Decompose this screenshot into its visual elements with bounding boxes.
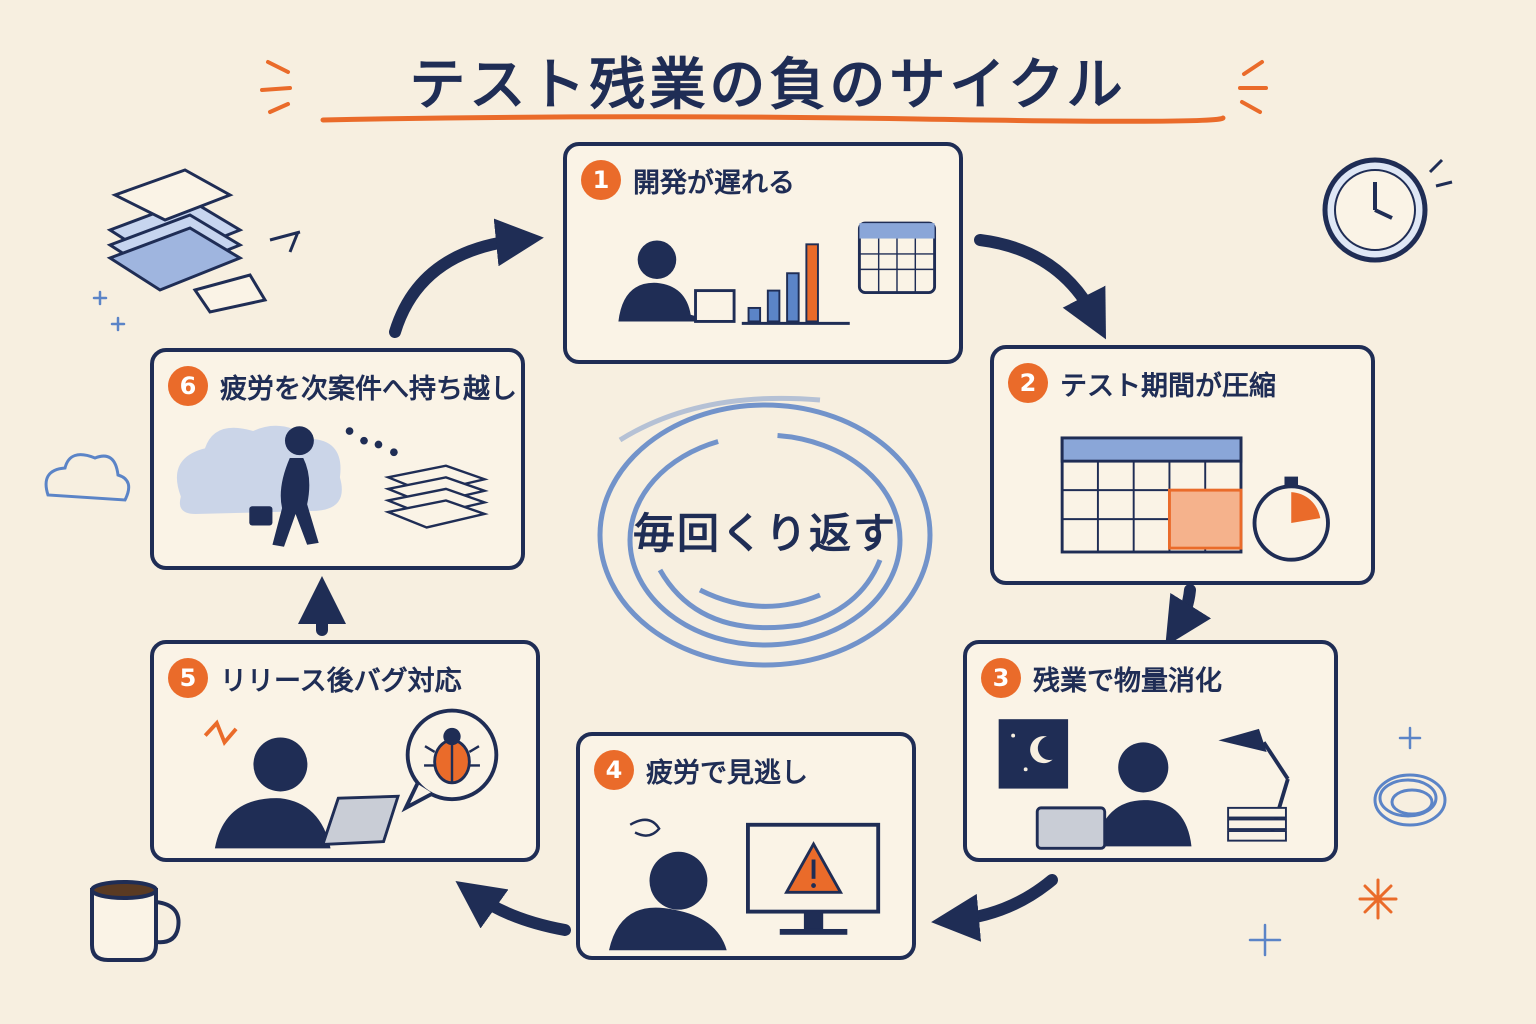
spiral-rings <box>597 395 933 668</box>
clock-icon <box>1322 157 1453 263</box>
calendar-stopwatch-icon <box>1060 436 1330 562</box>
arrow-4-to-5 <box>455 881 571 936</box>
step-2-card: 2 テスト期間が圧縮 <box>990 345 1375 585</box>
spark-icon <box>260 60 1268 114</box>
center-repeat-label: 毎回くり返す <box>632 509 897 558</box>
step-badge: 4 <box>594 750 634 790</box>
step-title: リリース後バグ対応 <box>220 665 462 697</box>
step-badge: 3 <box>981 658 1021 698</box>
bug-fix-icon <box>203 708 499 849</box>
step-title: 開発が遅れる <box>633 167 795 199</box>
step-6-card: 6 疲労を次案件へ持ち越し <box>150 348 525 570</box>
star-sparkle-icon <box>1358 878 1398 920</box>
developer-chart-icon <box>618 221 937 325</box>
step-badge: 6 <box>168 366 208 406</box>
step-title: 疲労を次案件へ持ち越し <box>220 373 517 405</box>
arrow-6-to-1 <box>389 218 544 338</box>
scribble-icon <box>1373 773 1447 827</box>
page-title: テスト残業の負のサイクル <box>409 53 1127 118</box>
coffee-mug-icon <box>90 880 181 962</box>
arrow-1-to-2 <box>974 234 1106 340</box>
arrow-3-to-4 <box>931 874 1058 942</box>
fatigue-carryover-icon <box>176 425 489 547</box>
step-badge: 5 <box>168 658 208 698</box>
step-title: 残業で物量消化 <box>1033 665 1222 697</box>
paper-stack-icon <box>106 168 301 314</box>
night-overtime-icon <box>998 719 1290 850</box>
step-badge: 2 <box>1008 363 1048 403</box>
cloud-icon <box>44 453 131 502</box>
step-title: 疲労で見逃し <box>646 757 808 789</box>
step-5-card: 5 リリース後バグ対応 <box>150 640 540 862</box>
missed-warning-icon <box>608 818 881 951</box>
step-badge: 1 <box>581 160 621 200</box>
step-1-card: 1 開発が遅れる <box>563 142 963 364</box>
step-title: テスト期間が圧縮 <box>1060 370 1276 402</box>
step-3-card: 3 残業で物量消化 <box>963 640 1338 862</box>
title-underline <box>320 114 1226 124</box>
arrow-2-to-3 <box>1165 584 1212 647</box>
step-4-card: 4 疲労で見逃し <box>576 732 916 960</box>
